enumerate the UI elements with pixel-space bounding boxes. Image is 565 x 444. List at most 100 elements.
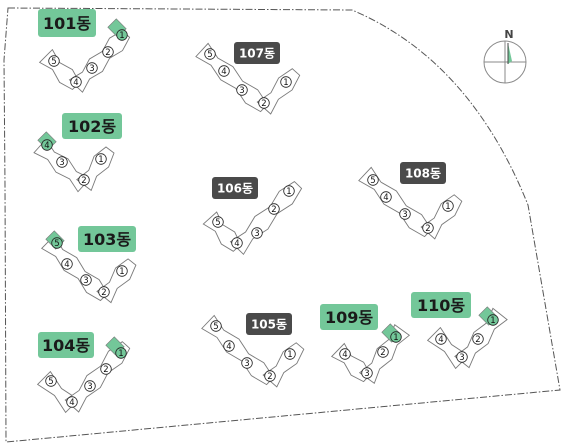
site-boundary: [3, 7, 561, 443]
building-label-box: [320, 304, 378, 330]
building-label: 105동: [251, 317, 287, 331]
unit-number: 1: [98, 155, 103, 165]
unit-marker: [84, 380, 96, 392]
unit-number: 3: [89, 64, 94, 74]
unit-number: 1: [119, 267, 124, 277]
unit-marker: [116, 265, 128, 277]
unit-number: 3: [364, 369, 369, 379]
unit-marker: [456, 351, 468, 363]
unit-number: 3: [254, 229, 259, 239]
unit-marker: [487, 314, 499, 326]
unit-marker: [361, 367, 373, 379]
unit-number: 5: [207, 50, 212, 60]
building-label: 104동: [42, 336, 90, 355]
unit-marker: [223, 340, 235, 352]
building-label-box: [234, 42, 280, 64]
unit-marker: [56, 156, 68, 168]
unit-marker: [380, 191, 392, 203]
unit-number: 4: [383, 193, 388, 203]
building-label-box: [246, 313, 292, 335]
building-104-wing-2: [64, 341, 131, 413]
unit-number: 2: [267, 372, 272, 382]
unit-marker: [100, 363, 112, 375]
unit-marker: [241, 357, 253, 369]
unit-number: 1: [490, 316, 495, 326]
unit-marker: [80, 274, 92, 286]
unit-number: 4: [342, 350, 347, 360]
building-label: 110동: [417, 296, 465, 315]
unit-number: 3: [83, 276, 88, 286]
unit-number: 4: [226, 342, 231, 352]
unit-marker: [367, 174, 379, 186]
unit-number: 1: [287, 350, 292, 360]
unit-marker: [51, 237, 63, 249]
building-label: 108동: [405, 166, 441, 180]
unit-number: 4: [234, 239, 239, 249]
building-label: 102동: [68, 117, 116, 136]
unit-marker: [284, 348, 296, 360]
building-label-box: [212, 177, 258, 199]
unit-marker: [399, 208, 411, 220]
unit-marker: [283, 185, 295, 197]
building-label-box: [400, 162, 446, 184]
unit-number: 3: [239, 86, 244, 96]
unit-number: 4: [69, 398, 74, 408]
unit-number: 2: [425, 224, 430, 234]
unit-marker: [442, 200, 454, 212]
unit-marker: [204, 48, 216, 60]
unit-number: 1: [445, 202, 450, 212]
unit-marker: [422, 222, 434, 234]
unit-number: 4: [73, 78, 78, 88]
unit-marker: [264, 370, 276, 382]
unit-number: 1: [119, 31, 124, 41]
unit-marker: [102, 46, 114, 58]
unit-marker: [218, 65, 230, 77]
unit-number: 5: [54, 239, 59, 249]
unit-marker: [61, 258, 73, 270]
unit-number: 2: [271, 205, 276, 215]
building-label-box: [78, 226, 136, 252]
unit-number: 2: [475, 335, 480, 345]
unit-marker: [390, 331, 402, 343]
unit-number: 5: [213, 322, 218, 332]
unit-marker: [280, 76, 292, 88]
unit-number: 5: [48, 377, 53, 387]
unit-number: 2: [105, 48, 110, 58]
unit-number: 3: [59, 158, 64, 168]
unit-number: 1: [118, 349, 123, 359]
compass-rose-icon: N: [483, 28, 527, 84]
building-label-box: [38, 9, 96, 37]
unit-number: 1: [286, 187, 291, 197]
unit-marker: [472, 333, 484, 345]
unit-marker: [116, 29, 128, 41]
unit-number: 2: [103, 365, 108, 375]
building-label-box: [411, 292, 471, 318]
unit-number: 1: [393, 333, 398, 343]
building-label-box: [38, 332, 94, 358]
building-label: 103동: [83, 230, 131, 249]
unit-marker: [78, 174, 90, 186]
unit-marker: [66, 396, 78, 408]
building-label: 101동: [43, 14, 91, 33]
building-label: 106동: [217, 181, 253, 195]
unit-marker: [45, 375, 57, 387]
unit-marker: [70, 76, 82, 88]
unit-number: 2: [81, 176, 86, 186]
unit-marker: [339, 348, 351, 360]
building-106-wing-2: [229, 181, 303, 256]
unit-number: 1: [283, 78, 288, 88]
unit-number: 3: [87, 382, 92, 392]
building-104[interactable]: 12 3 4 5 104동: [36, 332, 131, 414]
unit-number: 3: [402, 210, 407, 220]
unit-marker: [212, 216, 224, 228]
